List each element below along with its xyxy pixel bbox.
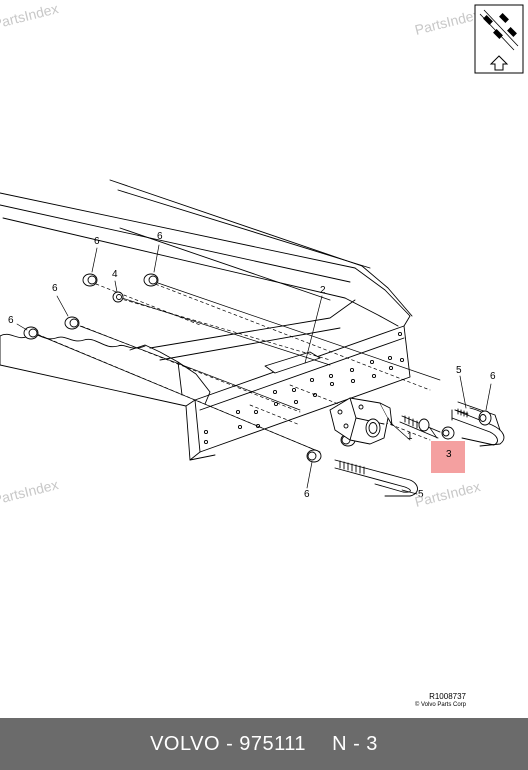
reference-code: R1008737 xyxy=(429,692,466,701)
footer-bar: VOLVO - 975111 N - 3 xyxy=(0,718,528,770)
label-plate xyxy=(264,351,321,374)
callout-3: 3 xyxy=(446,449,452,460)
callout-6: 6 xyxy=(157,231,163,242)
callout-5: 5 xyxy=(418,489,424,500)
u-bolt-lower xyxy=(334,459,418,497)
leader-lines xyxy=(16,244,492,495)
highlight-box xyxy=(431,441,465,473)
frame-bolt-holes xyxy=(203,331,405,445)
copyright-text: © Volvo Parts Corp xyxy=(414,702,466,708)
parts-diagram: 6 6 4 6 6 2 1 3 5 6 6 5 PartsIndex Parts… xyxy=(0,0,524,709)
tow-bracket xyxy=(329,397,393,445)
callout-6: 6 xyxy=(8,315,14,326)
vehicle-location-icon[interactable] xyxy=(474,4,524,74)
u-bolt-upper xyxy=(451,408,505,447)
callout-6: 6 xyxy=(490,371,496,382)
callout-6: 6 xyxy=(94,236,100,247)
frame-rail xyxy=(0,179,413,461)
callout-6: 6 xyxy=(52,283,58,294)
u-bolt-upper-right xyxy=(457,401,501,431)
part-number: VOLVO - 975111 xyxy=(150,732,307,755)
callout-2: 2 xyxy=(320,285,326,296)
bolt-shank xyxy=(399,415,455,440)
position-code: N - 3 xyxy=(332,732,378,755)
washer xyxy=(112,291,124,303)
center-lines-solid xyxy=(35,282,441,453)
callout-4: 4 xyxy=(112,269,118,280)
exploded-view-drawing xyxy=(0,179,505,497)
nuts xyxy=(23,273,356,463)
callout-1: 1 xyxy=(407,431,413,442)
callout-5: 5 xyxy=(456,365,462,376)
callout-6: 6 xyxy=(304,489,310,500)
drawing-reference: R1008737 © Volvo Parts Corp xyxy=(415,692,466,709)
